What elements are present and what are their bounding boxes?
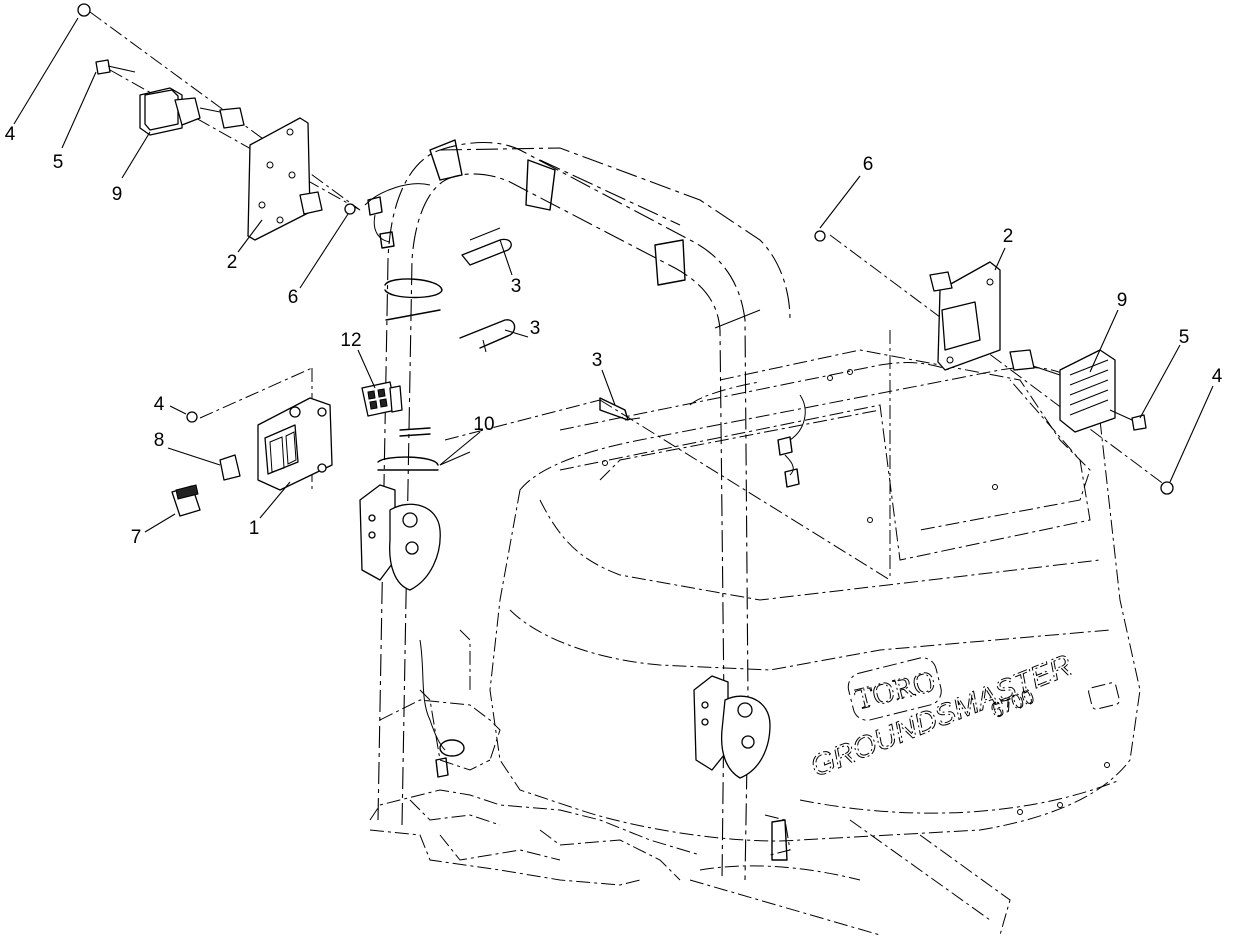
switch-housing	[257, 397, 333, 491]
callout-2-left: 2	[227, 252, 238, 273]
u-bolt-right	[599, 397, 641, 421]
bolt-right	[1109, 409, 1147, 431]
callout-4-mid-left: 4	[154, 394, 165, 415]
groundsmaster-logo: GROUNDSMASTER	[806, 648, 1077, 784]
nut-right-plate	[814, 230, 826, 242]
callout-4-right: 4	[1212, 366, 1223, 387]
callout-6-right: 6	[863, 154, 874, 175]
callout-5-right: 5	[1179, 327, 1190, 348]
callout-3-right: 3	[592, 350, 603, 371]
cotter-pin	[439, 451, 471, 466]
callout-3-middle: 3	[530, 318, 541, 339]
work-light-left	[139, 87, 245, 136]
mounting-plate-right	[929, 261, 1001, 371]
callout-9-right: 9	[1117, 290, 1128, 311]
u-bolt-middle	[459, 319, 516, 353]
leader-lines	[13, 17, 1214, 533]
callout-2-right: 2	[1003, 226, 1014, 247]
nut-bottom-right	[1160, 481, 1174, 495]
callout-3-upper: 3	[511, 276, 522, 297]
callout-5-left: 5	[53, 152, 64, 173]
u-bolt-upper	[461, 227, 512, 266]
callout-8: 8	[154, 430, 165, 451]
callout-12: 12	[340, 330, 361, 351]
callout-7: 7	[131, 527, 142, 548]
nut-mid-left	[186, 411, 198, 423]
callout-4-top-left: 4	[5, 124, 16, 145]
rocker-switch	[171, 484, 201, 517]
rollover-bar-phantom	[359, 139, 791, 881]
machine-hood-phantom: TORO GROUNDSMASTER 6700	[369, 349, 1141, 936]
assembly-center-lines	[89, 11, 1166, 581]
bolt-left	[95, 59, 136, 75]
connector-block	[361, 381, 403, 417]
callout-9-left: 9	[112, 184, 123, 205]
right-hinge-bracket	[693, 675, 771, 779]
logo-model-text: GROUNDSMASTER	[806, 649, 1076, 784]
nut-left-plate	[344, 203, 356, 215]
left-hinge-bracket	[359, 484, 441, 591]
callout-6-left: 6	[288, 287, 299, 308]
wire-harness	[364, 183, 806, 778]
callout-10: 10	[473, 414, 494, 435]
mounting-plate-left	[247, 117, 323, 241]
work-light-right	[1009, 349, 1116, 433]
callout-labels: 4 5 9 2 6 6 2 9 5 4 3 3 3 12 10 4 8 7 1	[5, 124, 1223, 548]
switch-blank-cover	[219, 454, 241, 481]
callout-1: 1	[249, 518, 260, 539]
nut-top-left	[77, 3, 91, 17]
